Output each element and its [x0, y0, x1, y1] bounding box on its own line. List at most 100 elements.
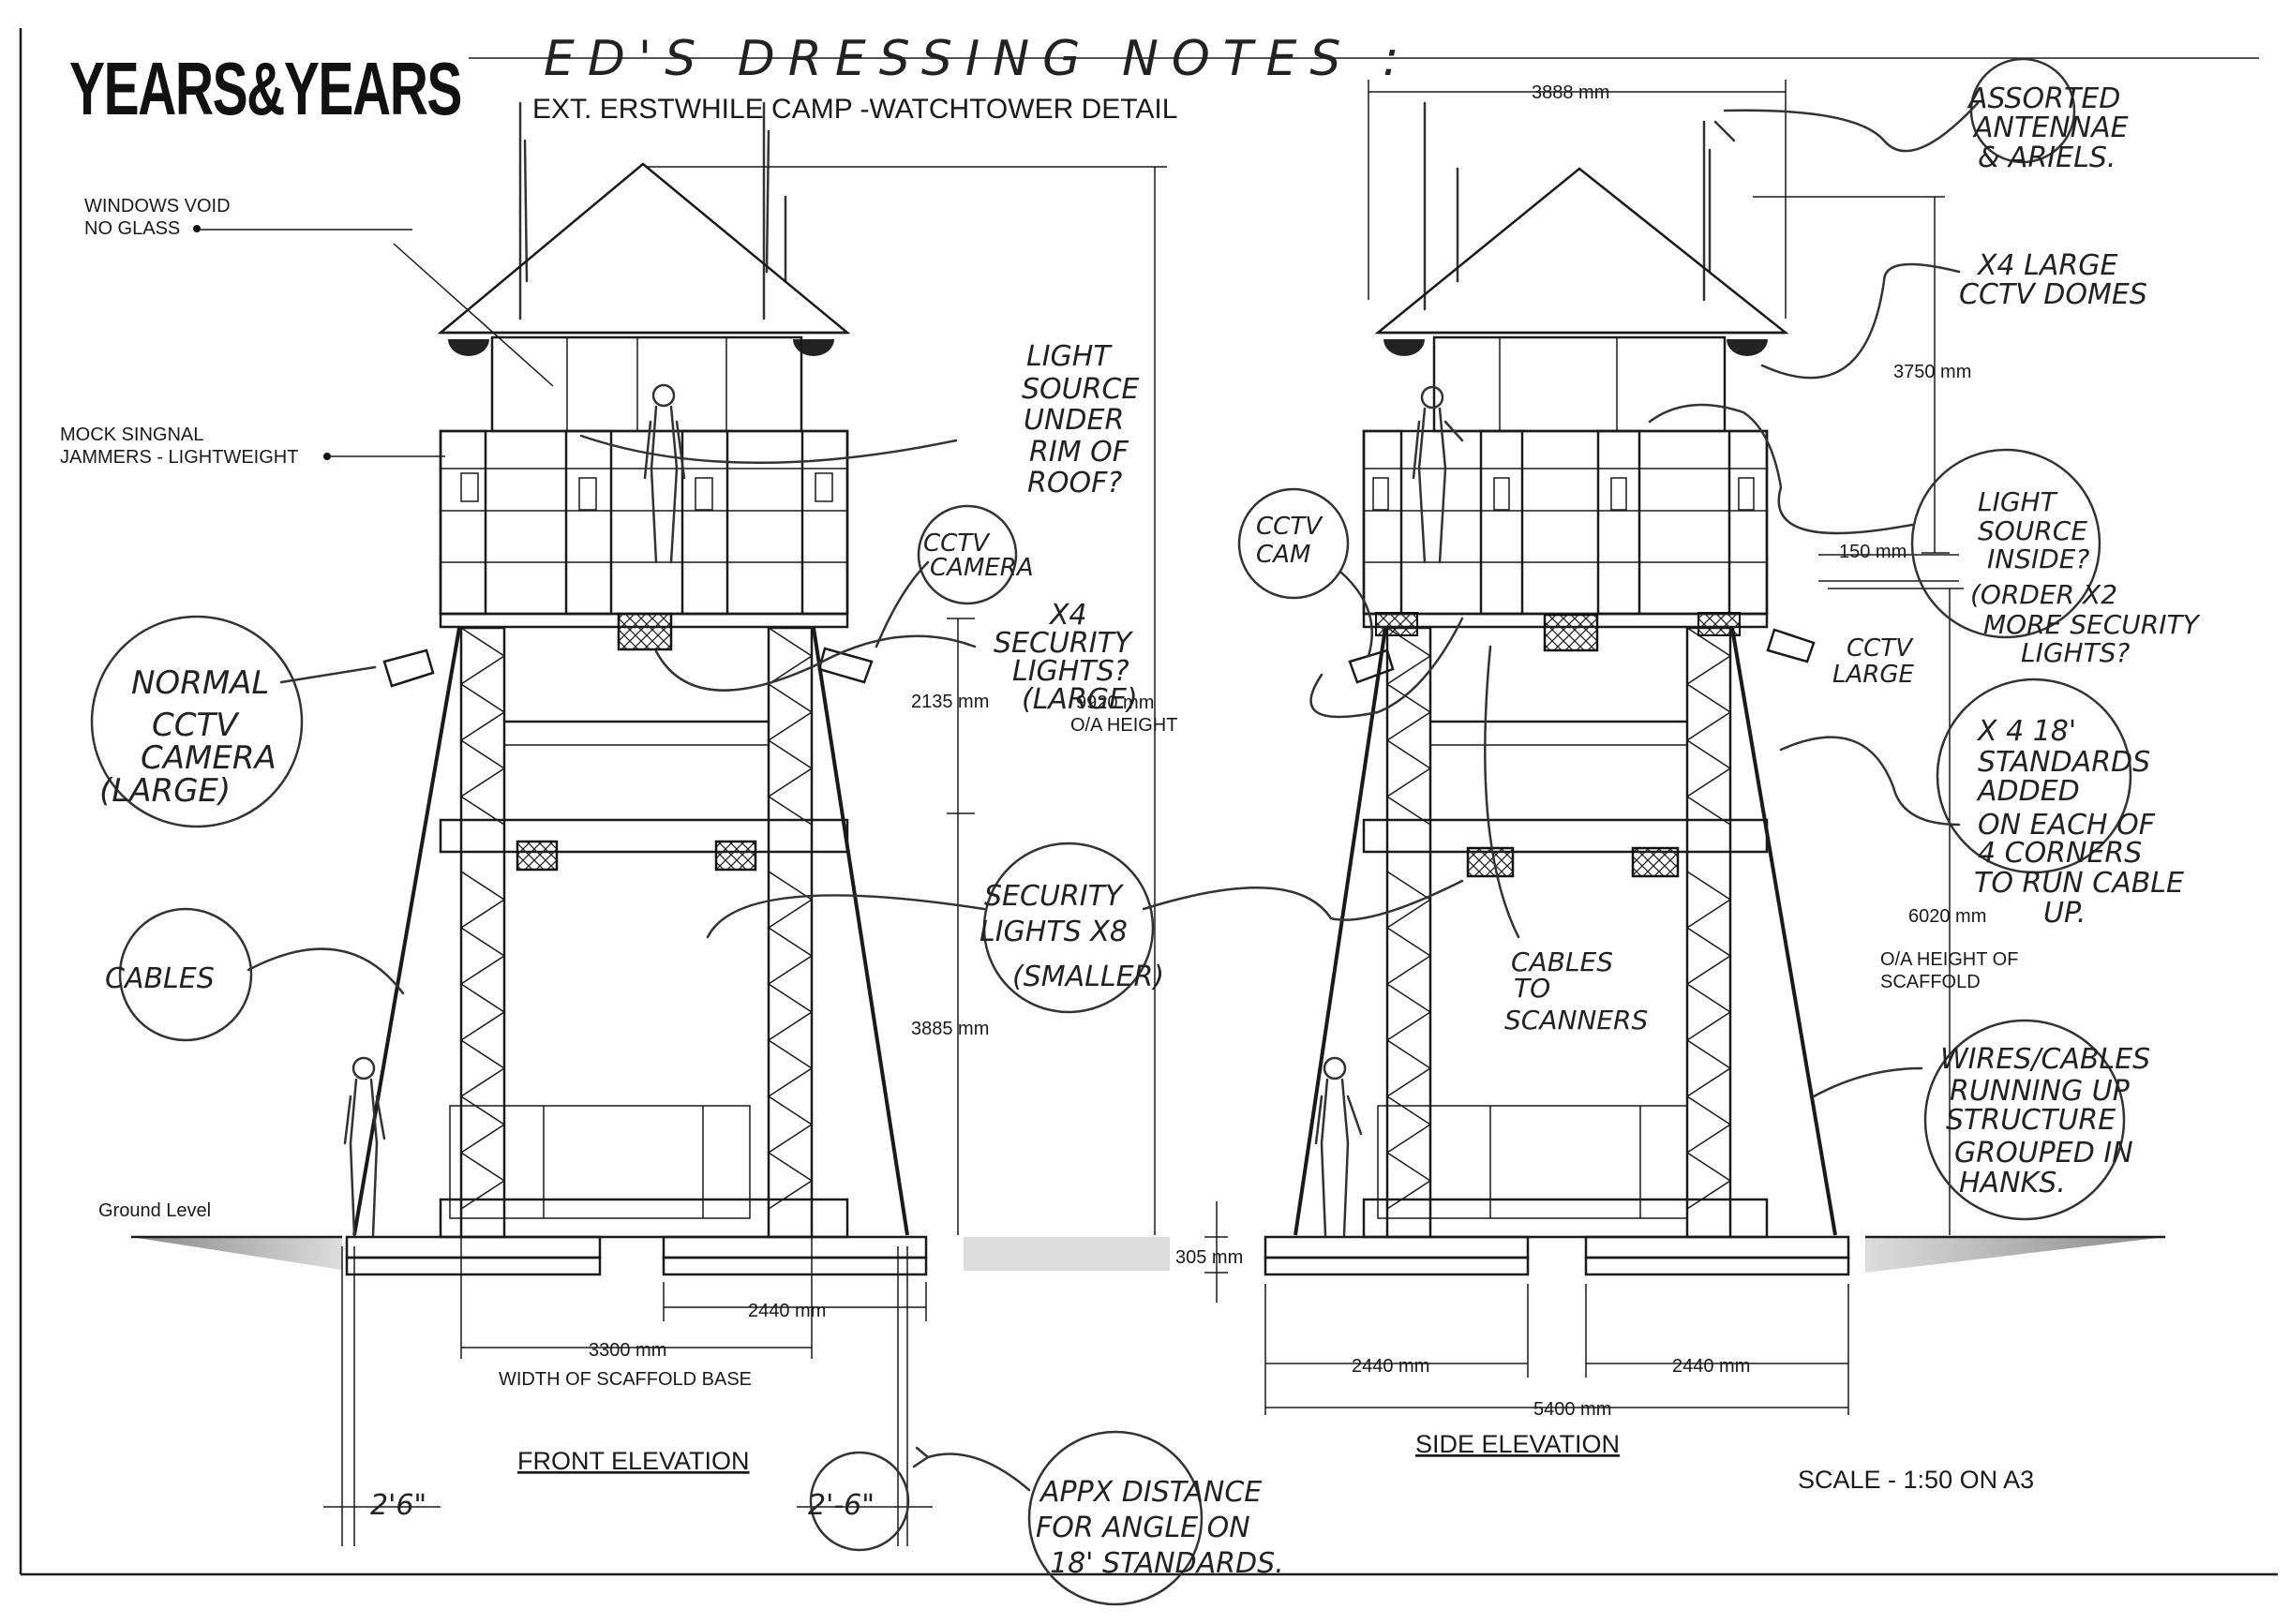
note-cctv-camera-front: CCTV CAMERA: [875, 504, 1034, 648]
svg-text:(ORDER X2: (ORDER X2: [1970, 579, 2117, 610]
svg-text:SCAFFOLD: SCAFFOLD: [1880, 972, 1981, 992]
ground-slope-right: [1865, 1237, 2165, 1273]
security-light-small-icon: [1631, 846, 1680, 878]
svg-text:150 mm: 150 mm: [1839, 542, 1907, 562]
dimension-lines: [199, 80, 1964, 1546]
svg-text:3888 mm: 3888 mm: [1532, 82, 1609, 103]
person-figure-icon: [1314, 1056, 1363, 1237]
svg-text:3300 mm: 3300 mm: [589, 1340, 666, 1361]
svg-text:TO: TO: [1514, 973, 1550, 1004]
note-appx-distance: APPX DISTANCE FOR ANGLE ON 18' STANDARDS…: [370, 1430, 1284, 1606]
svg-text:UNDER: UNDER: [1024, 404, 1124, 437]
note-light-source-inside: LIGHT SOURCE INSIDE? (ORDER X2 MORE SECU…: [1648, 403, 2201, 668]
svg-text:18' STANDARDS.: 18' STANDARDS.: [1050, 1547, 1284, 1580]
security-light-small-icon: [714, 840, 757, 872]
svg-text:X4: X4: [1048, 599, 1087, 632]
svg-text:JAMMERS - LIGHTWEIGHT: JAMMERS - LIGHTWEIGHT: [60, 447, 298, 468]
note-security-lights-large: X4 SECURITY LIGHTS? (LARGE): [654, 599, 1464, 719]
svg-text:O/A HEIGHT OF: O/A HEIGHT OF: [1880, 949, 2018, 970]
svg-text:X4 LARGE: X4 LARGE: [1976, 249, 2118, 282]
svg-text:HANKS.: HANKS.: [1959, 1167, 2066, 1199]
svg-text:6020 mm: 6020 mm: [1908, 906, 1986, 927]
person-figure-icon: [1412, 385, 1464, 564]
svg-text:O/A HEIGHT: O/A HEIGHT: [1070, 715, 1177, 736]
svg-text:CAM: CAM: [1256, 541, 1310, 569]
front-scaffold-right: [767, 626, 814, 1239]
svg-text:LARGE: LARGE: [1832, 661, 1914, 689]
note-cctv-cam-side: CCTV CAM: [1237, 487, 1373, 658]
cctv-camera-icon: [817, 647, 874, 684]
svg-text:3750 mm: 3750 mm: [1893, 362, 1971, 382]
cctv-dome-icon: [448, 339, 489, 356]
note-antennae: ASSORTED ANTENNAE & ARIELS.: [1713, 57, 2129, 174]
ground-slope-left: [131, 1237, 342, 1270]
person-figure-icon: [343, 1056, 386, 1237]
svg-text:CABLES: CABLES: [1511, 946, 1613, 977]
note-light-under-rim: LIGHT SOURCE UNDER RIM OF ROOF?: [579, 340, 1139, 499]
svg-text:4 CORNERS: 4 CORNERS: [1978, 837, 2142, 870]
svg-text:9920 mm: 9920 mm: [1076, 693, 1154, 713]
security-light-small-icon: [1466, 846, 1515, 878]
years-and-years-logo: YEARS&YEARS: [69, 47, 463, 130]
note-cctv-domes: X4 LARGE CCTV DOMES: [1760, 249, 2147, 380]
cctv-dome-icon: [1383, 339, 1425, 356]
handwritten-annotations: ASSORTED ANTENNAE & ARIELS. X4 LARGE CCT…: [90, 57, 2201, 1606]
svg-text:SIDE ELEVATION: SIDE ELEVATION: [1415, 1430, 1620, 1458]
svg-text:Ground Level: Ground Level: [98, 1200, 211, 1221]
svg-text:ROOF?: ROOF?: [1027, 467, 1122, 499]
svg-text:YEARS&YEARS: YEARS&YEARS: [69, 47, 461, 130]
svg-text:ADDED: ADDED: [1976, 775, 2080, 808]
svg-text:LIGHT: LIGHT: [1026, 340, 1113, 373]
note-security-lights-smaller: SECURITY LIGHTS X8 (SMALLER): [706, 842, 1464, 1014]
printed-labels: WINDOWS VOID NO GLASS MOCK SINGNAL JAMME…: [60, 196, 2034, 1494]
svg-text:SCALE - 1:50 ON A3: SCALE - 1:50 ON A3: [1798, 1466, 2034, 1494]
svg-text:RUNNING UP: RUNNING UP: [1950, 1075, 2131, 1108]
svg-text:2135 mm: 2135 mm: [911, 692, 989, 712]
cctv-dome-icon: [793, 339, 834, 356]
svg-text:UP.: UP.: [2043, 897, 2086, 930]
svg-text:TO RUN CABLE: TO RUN CABLE: [1974, 867, 2184, 900]
svg-text:GROUPED IN: GROUPED IN: [1954, 1137, 2133, 1170]
svg-text:WIRES/CABLES: WIRES/CABLES: [1940, 1043, 2150, 1076]
svg-text:(SMALLER): (SMALLER): [1012, 961, 1164, 993]
svg-text:RIM OF: RIM OF: [1029, 436, 1129, 469]
front-elevation-tower: [343, 101, 928, 1276]
side-elevation-tower: [1264, 101, 1850, 1276]
svg-text:2440 mm: 2440 mm: [1352, 1356, 1429, 1377]
svg-text:STANDARDS: STANDARDS: [1978, 746, 2150, 779]
note-standards-added: X 4 18' STANDARDS ADDED ON EACH OF 4 COR…: [1779, 678, 2184, 930]
note-cables-left: CABLES: [105, 907, 405, 1042]
svg-text:(LARGE): (LARGE): [1022, 683, 1138, 716]
svg-text:ON EACH OF: ON EACH OF: [1978, 809, 2156, 842]
front-scaffold-left: [459, 626, 506, 1239]
security-light-small-icon: [516, 840, 559, 872]
svg-text:5400 mm: 5400 mm: [1533, 1399, 1611, 1420]
security-light-large-icon: [617, 612, 673, 651]
svg-text:NO GLASS: NO GLASS: [84, 218, 180, 239]
svg-text:ASSORTED: ASSORTED: [1966, 82, 2120, 115]
svg-text:FRONT ELEVATION: FRONT ELEVATION: [517, 1447, 750, 1475]
svg-text:ANTENNAE: ANTENNAE: [1972, 112, 2129, 144]
svg-text:LIGHTS?: LIGHTS?: [2021, 637, 2130, 668]
svg-text:CCTV DOMES: CCTV DOMES: [1959, 278, 2147, 311]
ground-section: [964, 1237, 1170, 1271]
svg-text:& ARIELS.: & ARIELS.: [1978, 142, 2116, 174]
svg-text:SECURITY: SECURITY: [984, 880, 1125, 913]
svg-text:2'6": 2'6": [370, 1489, 426, 1522]
cctv-dome-icon: [1727, 339, 1768, 356]
svg-text:SCANNERS: SCANNERS: [1504, 1005, 1648, 1035]
security-light-large-icon: [1375, 612, 1418, 636]
dimension-labels: 3888 mm 3750 mm 150 mm 2135 mm 9920 mm O…: [499, 82, 2018, 1420]
note-normal-cctv-camera: NORMAL CCTV CAMERA (LARGE): [90, 615, 377, 828]
sheet-border: [19, 28, 2278, 1576]
svg-text:LIGHTS?: LIGHTS?: [1012, 655, 1129, 688]
svg-text:CCTV: CCTV: [923, 529, 991, 558]
svg-text:CCTV: CCTV: [1847, 634, 1914, 663]
svg-text:SOURCE: SOURCE: [1978, 515, 2087, 546]
svg-text:LIGHT: LIGHT: [1978, 486, 2058, 517]
svg-text:CCTV: CCTV: [152, 707, 240, 744]
svg-text:LIGHTS X8: LIGHTS X8: [980, 916, 1128, 948]
svg-text:INSIDE?: INSIDE?: [1987, 544, 2089, 574]
svg-text:CAMERA: CAMERA: [141, 739, 277, 777]
svg-text:3885 mm: 3885 mm: [911, 1019, 989, 1039]
